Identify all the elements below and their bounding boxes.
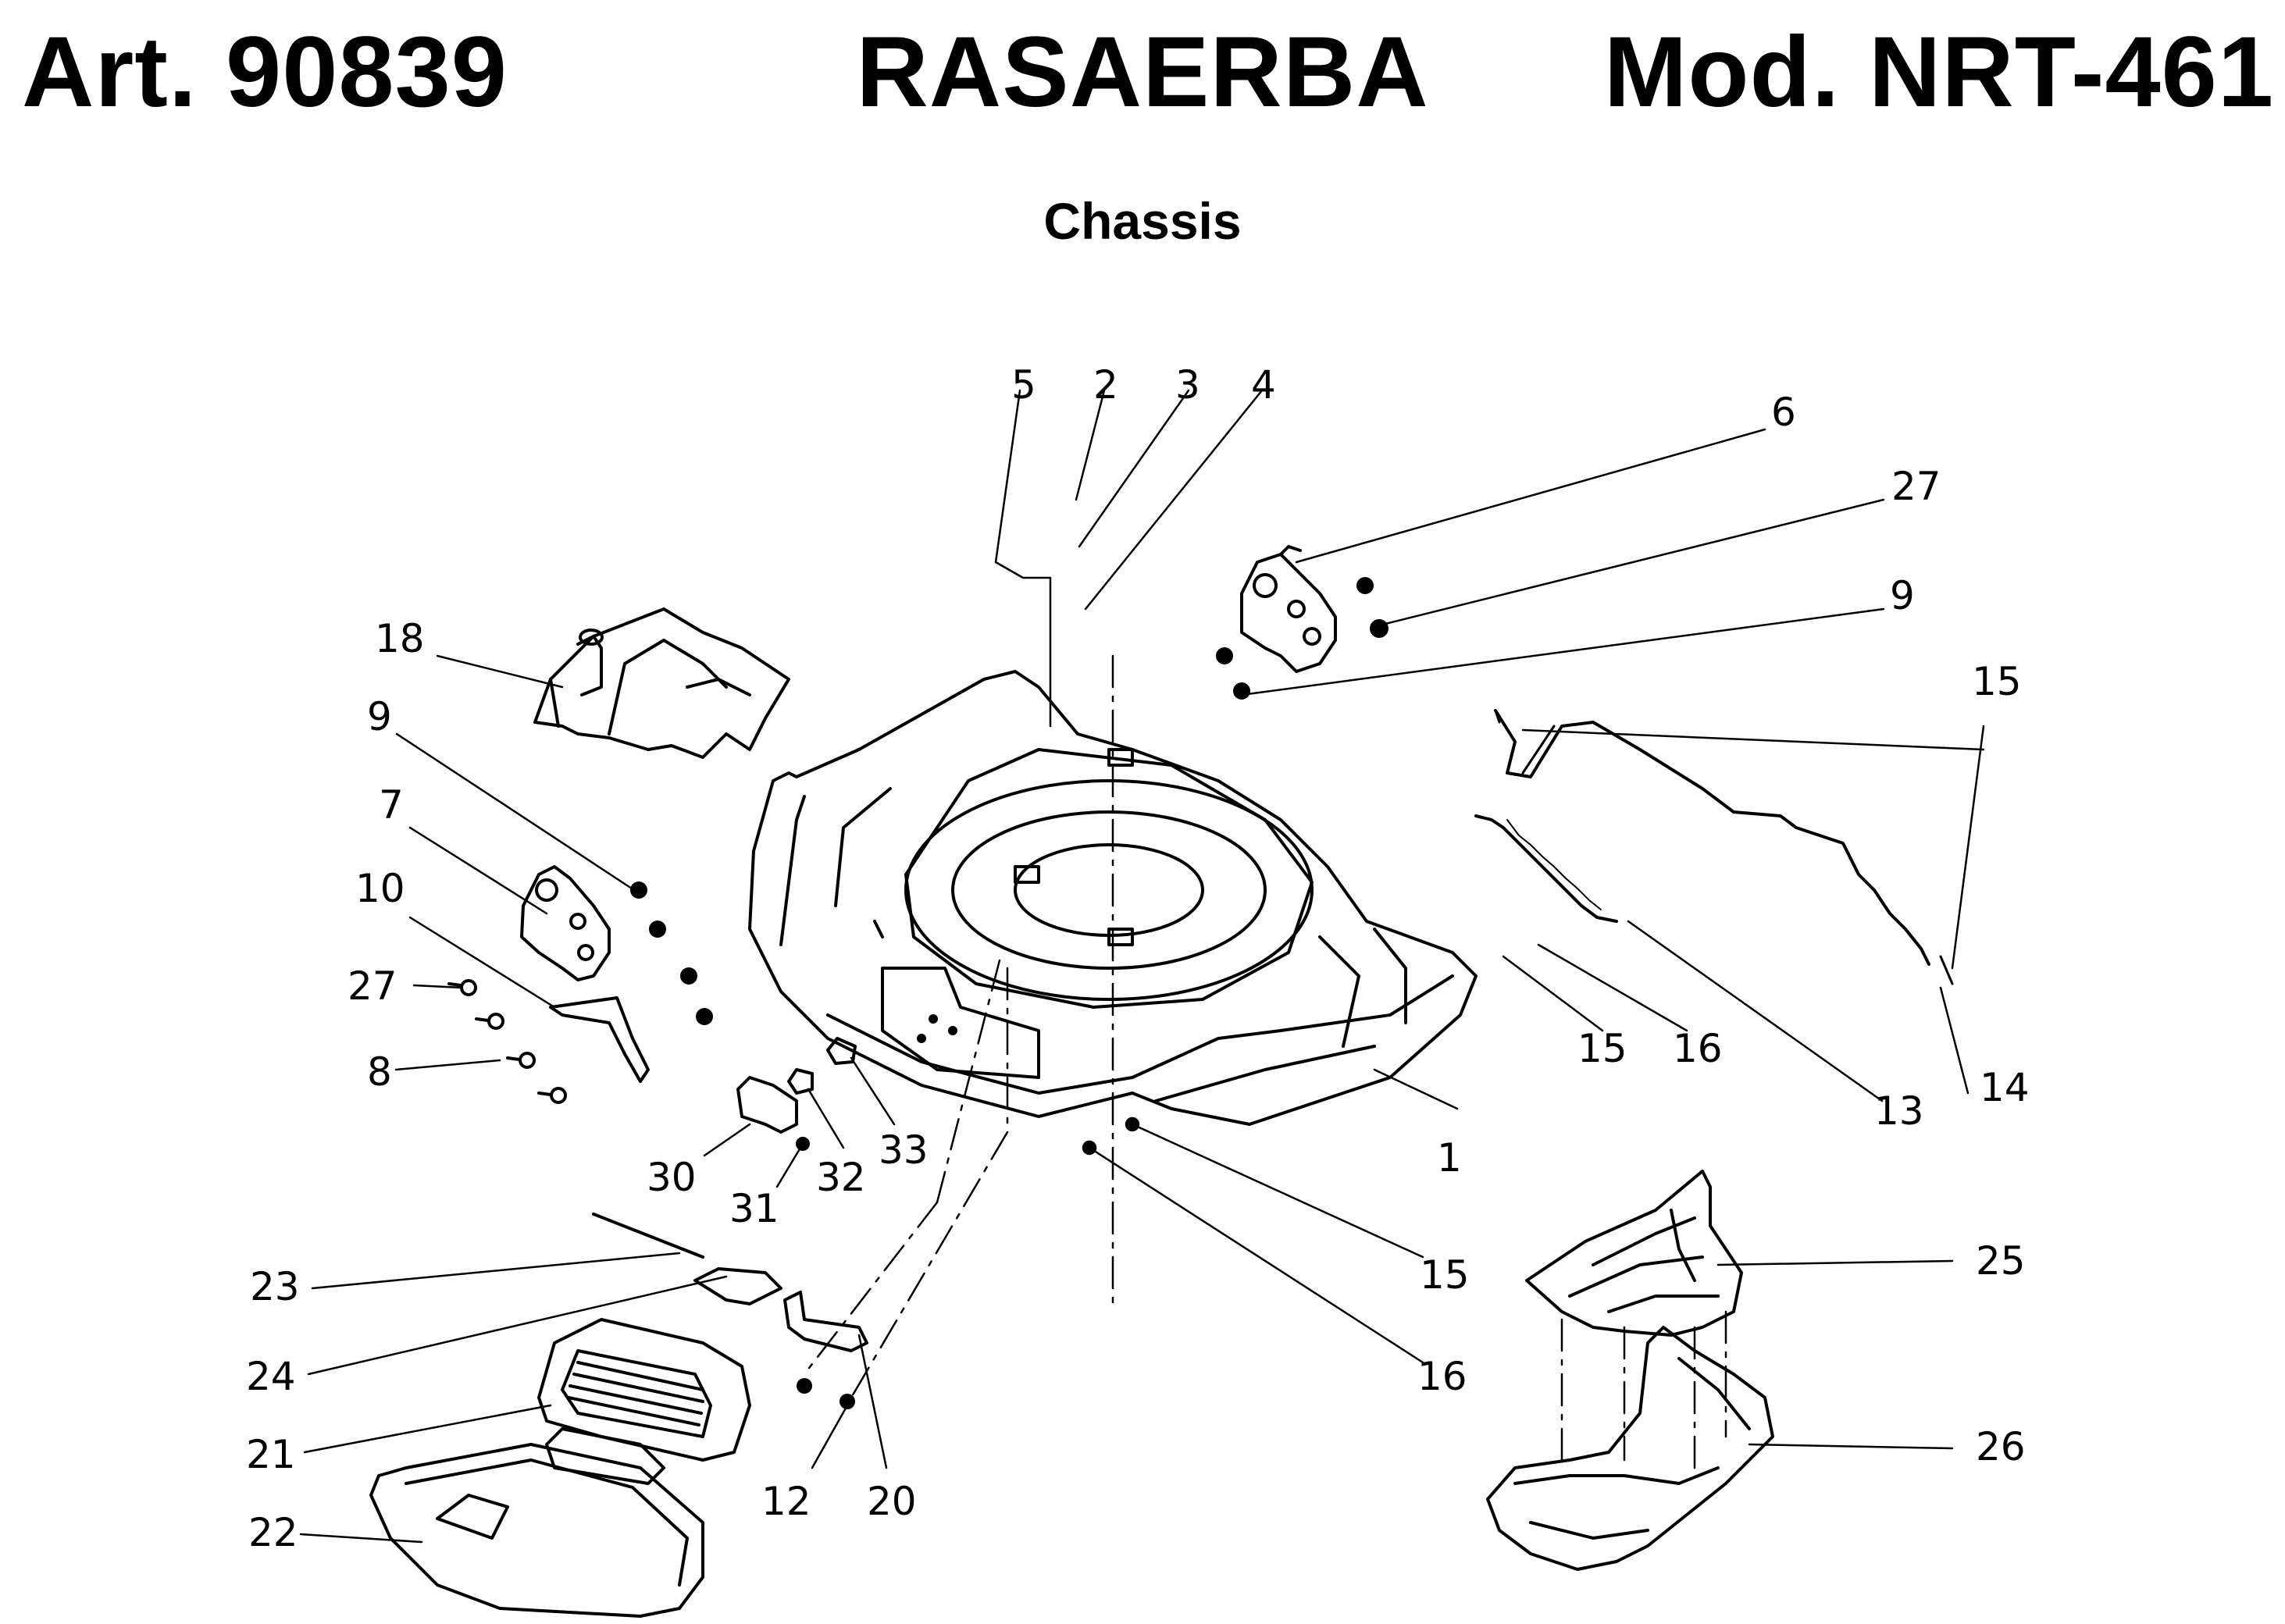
callout-12: 12: [761, 1479, 811, 1524]
callout-10: 10: [355, 866, 405, 911]
callout-21: 21: [246, 1432, 296, 1477]
callout-15-top: 15: [1972, 659, 2022, 704]
callout-9-right: 9: [1890, 573, 1915, 618]
callout-26: 26: [1976, 1424, 2026, 1469]
discharge-chute-lower-part: [1486, 1326, 1774, 1571]
holder-part: [787, 1068, 814, 1095]
screws-left: [447, 979, 567, 1104]
callout-15-low: 15: [1420, 1252, 1470, 1298]
section-title: Chassis: [1043, 192, 1242, 250]
mulching-plug-part: [369, 1427, 704, 1618]
callout-8: 8: [367, 1049, 392, 1095]
callout-5: 5: [1011, 362, 1036, 408]
callout-9-left: 9: [367, 694, 392, 739]
callout-27-right: 27: [1891, 464, 1941, 509]
mower-deck-part: [748, 670, 1478, 1126]
discharge-chute-upper-part: [1525, 1170, 1743, 1337]
clip-part: [736, 1076, 798, 1134]
spring-part: [1474, 814, 1618, 923]
leader-lines: [299, 389, 1985, 1544]
handle-rod-part: [1494, 709, 1930, 966]
product-name: RASAERBA: [856, 16, 1429, 128]
article-number: Art. 90839: [22, 16, 508, 128]
lever-part: [693, 1267, 782, 1305]
left-bracket-part: [520, 865, 611, 981]
callout-30: 30: [647, 1155, 697, 1200]
callout-23: 23: [250, 1264, 300, 1309]
callout-6: 6: [1771, 390, 1796, 435]
page-header: Art. 90839 RASAERBA Mod. NRT-461: [0, 14, 2285, 131]
callout-4: 4: [1251, 362, 1276, 408]
callout-7: 7: [379, 782, 404, 828]
callout-33: 33: [879, 1127, 929, 1173]
callout-labels: 1 2 3 4 5 6 27 9 15 18 9 7 10 27 8 15 16…: [246, 362, 2030, 1555]
rod-part: [592, 1213, 704, 1259]
small-block-part: [826, 1037, 857, 1065]
callout-25: 25: [1976, 1238, 2026, 1284]
callout-15-mid: 15: [1577, 1026, 1627, 1071]
callout-31: 31: [729, 1186, 779, 1231]
bracket-plate-part: [549, 996, 650, 1083]
callout-18: 18: [375, 616, 425, 661]
right-bracket-part: [1240, 545, 1337, 673]
axle-bracket-part: [783, 1291, 868, 1352]
callout-16-low: 16: [1417, 1354, 1467, 1399]
upper-chute-part: [533, 607, 790, 759]
callout-20: 20: [867, 1479, 917, 1524]
callout-24: 24: [246, 1354, 296, 1399]
model-number: Mod. NRT-461: [1603, 16, 2274, 128]
callout-3: 3: [1175, 362, 1200, 408]
grass-cover-part: [537, 1318, 751, 1462]
callout-14: 14: [1980, 1065, 2030, 1110]
callout-2: 2: [1093, 362, 1118, 408]
callout-32: 32: [816, 1155, 866, 1200]
callout-16-mid: 16: [1673, 1026, 1723, 1071]
callout-27-left: 27: [348, 963, 397, 1009]
callout-1: 1: [1437, 1135, 1462, 1181]
assembly-lines: [803, 654, 1727, 1469]
callout-13: 13: [1874, 1088, 1924, 1134]
callout-22: 22: [248, 1510, 298, 1555]
